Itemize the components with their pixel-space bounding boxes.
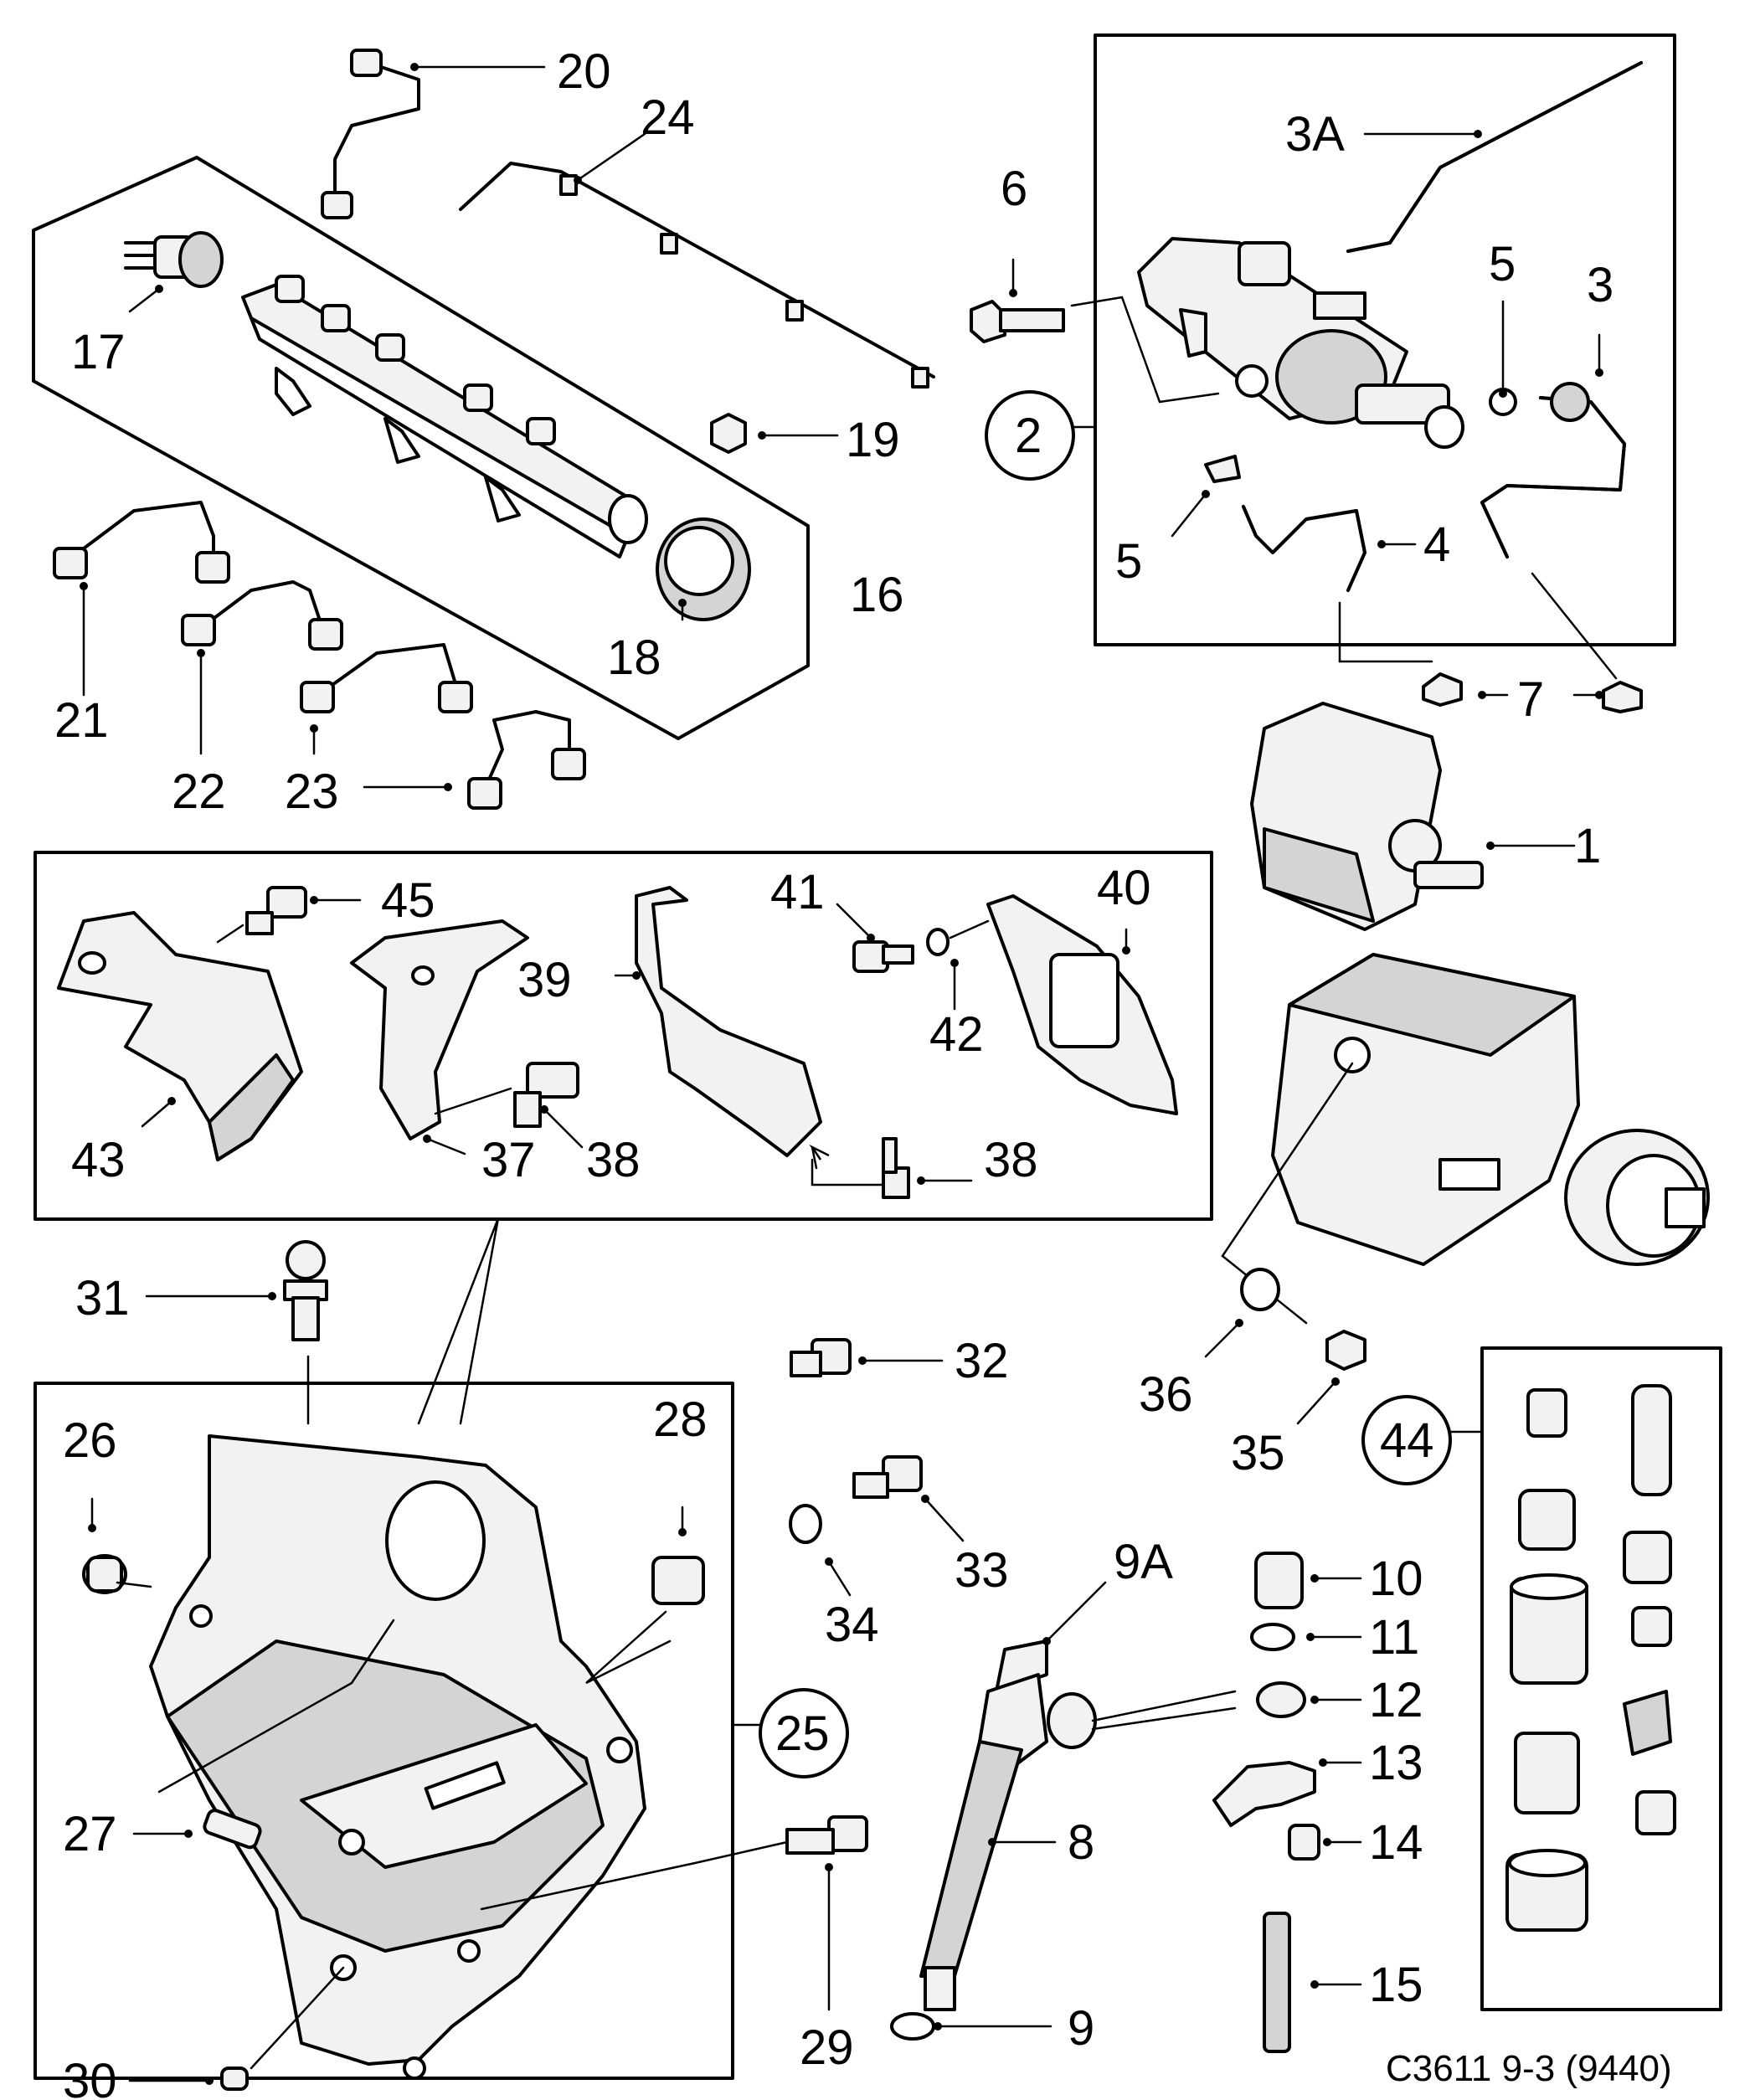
fuel-filter-group	[970, 33, 1676, 646]
pressure-valve	[656, 517, 751, 621]
high-pressure-pump-large	[1221, 953, 1710, 1325]
bracket-assembly-frame	[33, 1382, 734, 2080]
callout-27: 27	[63, 1807, 117, 1861]
bolt-32	[790, 1338, 944, 1377]
callout-10: 10	[1369, 1552, 1423, 1606]
callout-22: 22	[172, 764, 226, 819]
callout-32: 32	[955, 1334, 1009, 1388]
rail-outlets	[275, 275, 556, 445]
bracket-39	[614, 886, 893, 1186]
callout-2-circle	[985, 390, 1075, 481]
injector-pipes	[53, 501, 586, 810]
callout-31: 31	[75, 1271, 130, 1325]
bolt-38-left	[434, 1062, 584, 1149]
injector-pipe-20	[321, 49, 546, 219]
seal-and-nut	[1204, 1268, 1366, 1425]
bracket-43	[57, 911, 303, 1161]
fuel-rail-frame	[32, 156, 810, 740]
bracket-frame	[33, 851, 1213, 1221]
callout-15: 15	[1369, 1958, 1423, 2012]
fuel-filter	[1137, 237, 1464, 449]
callout-37: 37	[481, 1133, 536, 1187]
callout-34: 34	[825, 1598, 879, 1652]
callout-16: 16	[850, 568, 904, 622]
callout-44-circle	[1361, 1395, 1452, 1485]
callout-6: 6	[1001, 162, 1027, 216]
injector-8	[919, 1581, 1237, 2011]
ball-stud-31	[145, 1240, 328, 1425]
callout-42: 42	[929, 1007, 984, 1062]
bracket-37	[350, 919, 529, 1156]
callout-8: 8	[1068, 1815, 1094, 1870]
callout-35: 35	[1231, 1426, 1285, 1480]
callout-24: 24	[641, 90, 695, 145]
callout-28: 28	[653, 1392, 708, 1447]
repair-kit-group	[1361, 1346, 1722, 2011]
callout-25-circle	[759, 1688, 849, 1778]
callout-33: 33	[955, 1543, 1009, 1598]
callout-12: 12	[1369, 1673, 1423, 1727]
diagram-code: C3611 9-3 (9440)	[1386, 2048, 1672, 2089]
callout-5b: 5	[1115, 534, 1142, 589]
clips-7	[1338, 572, 1643, 713]
callout-4: 4	[1423, 517, 1450, 572]
callout-25: 25	[775, 1706, 830, 1761]
callout-40: 40	[1097, 861, 1151, 915]
callout-labels: 1 2 3 3A 4 5 5 6 7 8 9 9A 10 11 12 13 14…	[54, 44, 1672, 2100]
pressure-sensor	[124, 231, 224, 288]
callout-23: 23	[285, 764, 339, 819]
cover-40	[986, 894, 1178, 1115]
bracket-group	[33, 851, 1213, 1221]
nut-19	[710, 413, 839, 454]
callout-2: 2	[1015, 409, 1042, 463]
fuel-rail-group	[32, 156, 810, 740]
callout-41: 41	[770, 865, 825, 919]
bushing-26	[82, 1497, 152, 1594]
callout-36: 36	[1139, 1367, 1193, 1422]
callout-43: 43	[71, 1133, 126, 1187]
callout-45: 45	[381, 873, 435, 928]
callout-9a: 9A	[1114, 1535, 1173, 1589]
callout-3: 3	[1587, 258, 1613, 312]
callout-5a: 5	[1489, 237, 1516, 291]
callout-14: 14	[1369, 1815, 1423, 1870]
callout-18: 18	[607, 631, 661, 685]
callout-1: 1	[1574, 819, 1601, 873]
callout-38-right: 38	[984, 1133, 1038, 1187]
callout-9: 9	[1068, 2001, 1094, 2056]
washer-9	[890, 2012, 1052, 2041]
callout-38-left: 38	[586, 1133, 641, 1187]
bolt-33	[852, 1455, 965, 1542]
callout-29: 29	[800, 2020, 854, 2075]
callout-7: 7	[1517, 672, 1544, 727]
callout-21: 21	[54, 693, 109, 748]
bolt-41-washer-42	[836, 903, 990, 1011]
washer-34	[789, 1504, 852, 1597]
plug-30	[128, 1966, 345, 2091]
return-line-24	[459, 132, 935, 389]
callout-13: 13	[1369, 1736, 1423, 1790]
bracket-assembly-group	[33, 1382, 849, 2091]
high-pressure-pump-small	[1250, 702, 1576, 931]
bolt-38-right	[882, 1137, 973, 1199]
dowel-27	[132, 1619, 395, 1850]
pump-bracket-25	[149, 1434, 646, 2080]
callout-44: 44	[1380, 1413, 1434, 1468]
fuel-filter-frame	[1094, 33, 1676, 646]
callout-17: 17	[71, 325, 126, 379]
bolt-6	[970, 258, 1065, 343]
callout-30: 30	[63, 2054, 117, 2100]
callout-3a: 3A	[1285, 107, 1345, 162]
injector-small-parts	[1212, 1552, 1362, 2053]
bolt-29	[480, 1815, 868, 2011]
callout-19: 19	[846, 413, 900, 467]
stud-45	[216, 886, 362, 944]
repair-kit-frame	[1480, 1346, 1722, 2011]
callout-26: 26	[63, 1413, 117, 1468]
callout-11: 11	[1369, 1610, 1419, 1665]
bushing-28	[585, 1506, 705, 1685]
callout-20: 20	[557, 44, 611, 99]
callout-39: 39	[517, 953, 572, 1007]
